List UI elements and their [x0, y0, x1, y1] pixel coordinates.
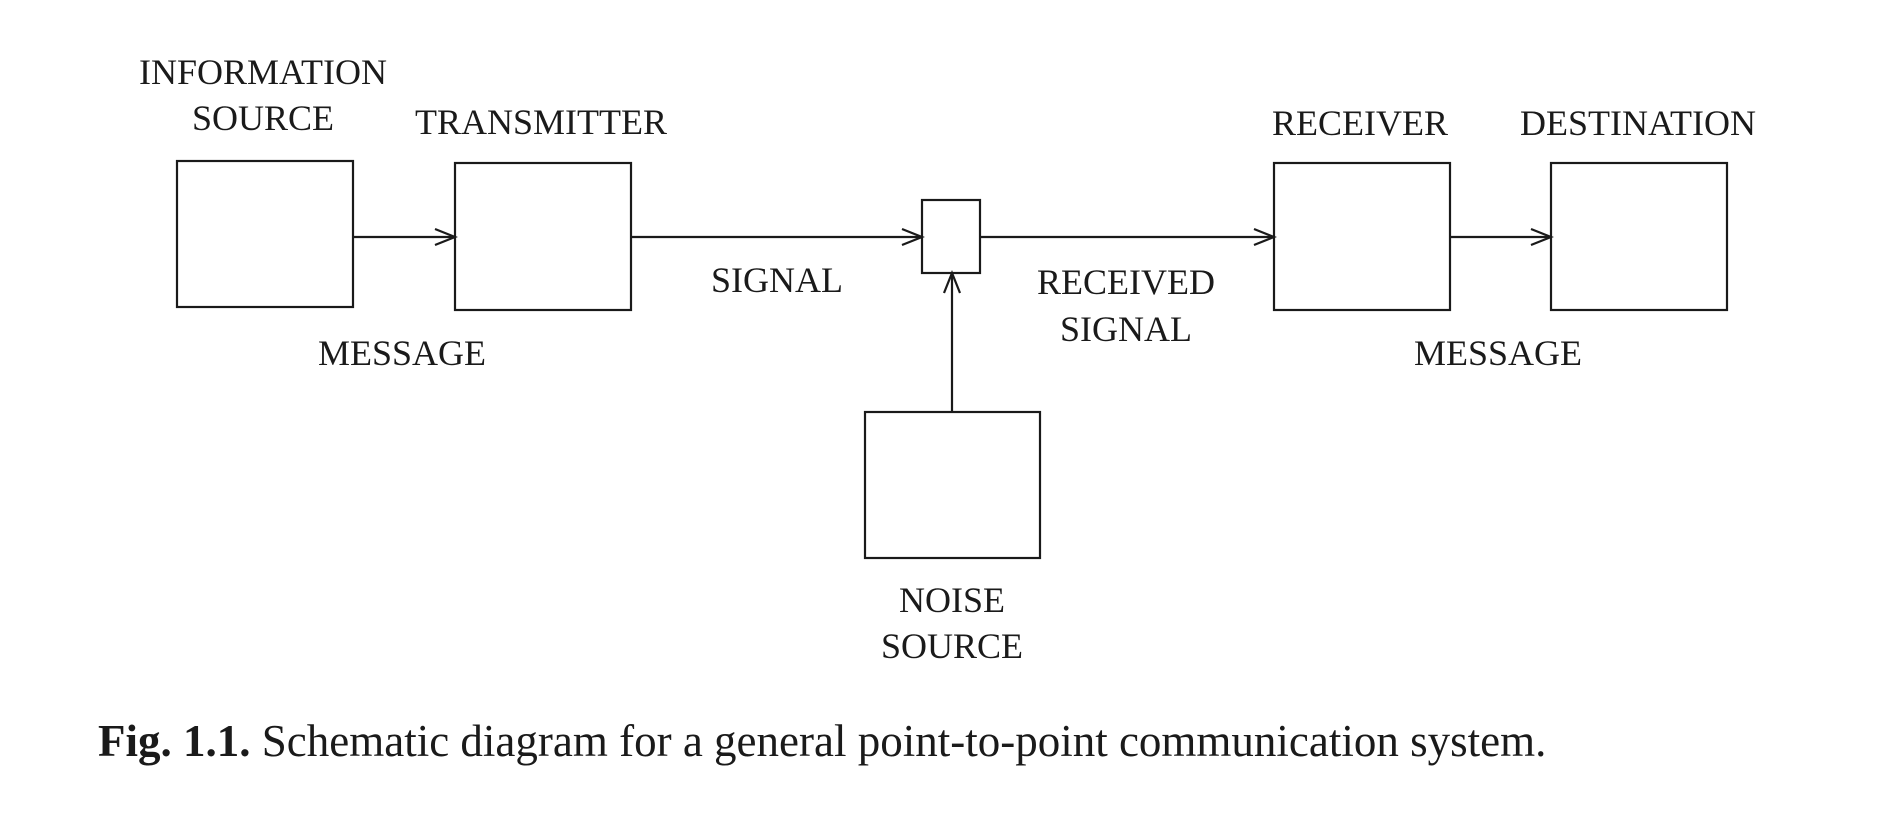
- arrow-source-to-transmitter: [353, 227, 458, 247]
- arrow-receiver-to-destination: [1450, 227, 1554, 247]
- arrow-noise-to-channel: [942, 270, 962, 412]
- noise-source-label-line2: SOURCE: [881, 626, 1023, 666]
- received-signal-label-line2: SIGNAL: [1060, 309, 1192, 349]
- destination-label: DESTINATION: [1520, 103, 1756, 143]
- noise-source-block: [863, 410, 1042, 560]
- arrow-transmitter-to-channel: [631, 227, 925, 247]
- message-in-label: MESSAGE: [318, 333, 486, 373]
- channel-block: [920, 198, 982, 275]
- information-source-label-line1: INFORMATION: [139, 52, 387, 92]
- figure-caption: Fig. 1.1. Schematic diagram for a genera…: [98, 715, 1546, 767]
- figure-caption-text: Schematic diagram for a general point-to…: [261, 716, 1547, 766]
- information-source-label-line2: SOURCE: [192, 98, 334, 138]
- figure-number: Fig. 1.1.: [98, 716, 251, 766]
- message-out-label: MESSAGE: [1414, 333, 1582, 373]
- signal-label: SIGNAL: [711, 260, 843, 300]
- transmitter-label: TRANSMITTER: [415, 102, 667, 142]
- information-source-block: [175, 159, 355, 309]
- received-signal-label-line1: RECEIVED: [1037, 262, 1215, 302]
- receiver-block: [1272, 161, 1452, 312]
- receiver-label: RECEIVER: [1272, 103, 1448, 143]
- transmitter-block: [453, 161, 633, 312]
- noise-source-label-line1: NOISE: [899, 580, 1005, 620]
- destination-block: [1549, 161, 1729, 312]
- arrow-channel-to-receiver: [980, 227, 1277, 247]
